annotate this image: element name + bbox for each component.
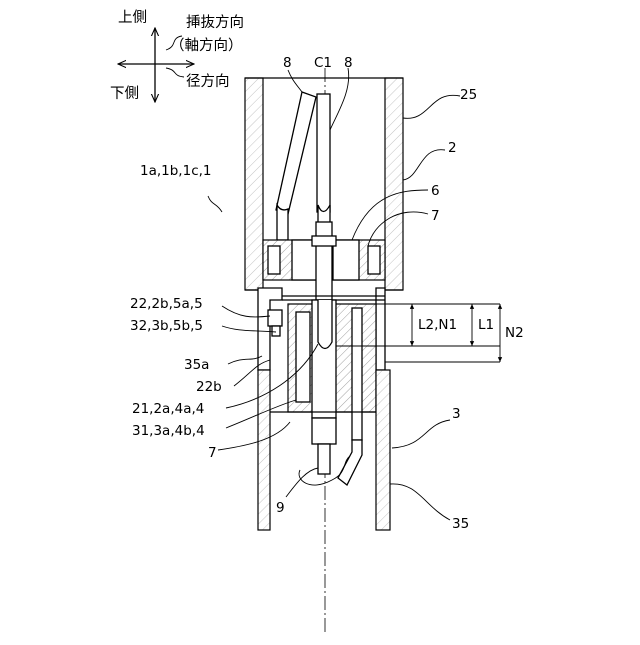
label-32-group: 32,3b,5b,5	[130, 318, 203, 334]
insert-direction-label: 挿抜方向	[186, 14, 244, 31]
label-6: 6	[431, 183, 440, 199]
lower-wall-right	[376, 370, 390, 530]
label-n2: N2	[505, 325, 524, 341]
label-22b: 22b	[196, 379, 222, 395]
cable-8-left	[276, 92, 316, 214]
leader-radial	[166, 68, 184, 77]
label-3: 3	[452, 406, 461, 422]
label-8-right: 8	[344, 55, 353, 71]
label-assembly: 1a,1b,1c,1	[140, 163, 212, 179]
label-l2-n1: L2,N1	[418, 317, 457, 333]
direction-legend: 上側 下側 挿抜方向 （軸方向） 径方向	[110, 9, 244, 102]
label-l1: L1	[478, 317, 494, 333]
label-8-left: 8	[283, 55, 292, 71]
cable-9-center	[318, 444, 330, 474]
cable-8-center	[317, 94, 330, 212]
label-2: 2	[448, 140, 457, 156]
label-35: 35	[452, 516, 469, 532]
socket-contact-right	[352, 308, 362, 440]
label-9: 9	[276, 500, 285, 516]
upper-wall-right	[385, 78, 403, 290]
label-c1: C1	[314, 55, 332, 71]
label-22-group: 22,2b,5a,5	[130, 296, 203, 312]
upper-wall-left	[245, 78, 263, 290]
down-label: 下側	[110, 85, 139, 102]
cable-9-right	[338, 440, 362, 485]
lower-wall-left	[258, 370, 270, 530]
label-31-group: 31,3a,4b,4	[132, 423, 205, 439]
upper-cables	[276, 92, 330, 240]
label-7-lower: 7	[208, 445, 217, 461]
up-label: 上側	[118, 9, 147, 26]
label-7-upper: 7	[431, 208, 440, 224]
lower-inner-block	[288, 300, 376, 444]
center-pin-tip	[318, 300, 332, 349]
label-35a: 35a	[184, 357, 209, 373]
radial-direction-label: 径方向	[186, 73, 230, 90]
lower-cables	[299, 440, 362, 485]
label-21-group: 21,2a,4a,4	[132, 401, 204, 417]
label-25: 25	[460, 87, 477, 103]
axial-direction-label: （軸方向）	[170, 37, 243, 54]
center-contact-upper	[316, 222, 332, 300]
